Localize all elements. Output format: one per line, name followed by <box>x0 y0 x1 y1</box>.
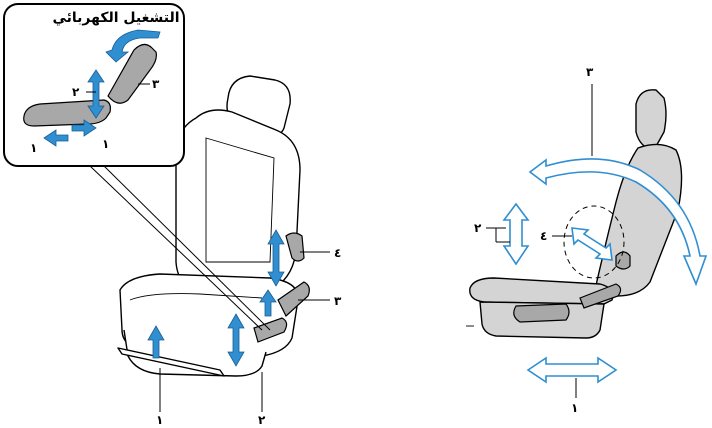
inset-label-1a: ١ <box>30 141 37 155</box>
right-lumbar-knob <box>615 251 631 270</box>
inset-arrow-1-right <box>71 119 97 137</box>
inset-title: التشغيل الكهربائي <box>52 10 179 26</box>
right-label-1: ١ <box>571 401 578 415</box>
lumbar-area-outline <box>563 205 625 279</box>
left-lever-4 <box>285 232 305 262</box>
left-backrest <box>175 109 301 293</box>
right-arrow-2-vertical <box>502 202 530 266</box>
inset-label-1b: ١ <box>102 137 109 151</box>
inset-arrow-1-left <box>43 129 69 147</box>
right-leaders <box>486 84 593 398</box>
left-label-3: ٣ <box>334 294 342 308</box>
inset-label-2: ٢ <box>72 85 80 99</box>
left-label-2: ٢ <box>258 413 266 427</box>
left-arrow-4-vertical <box>267 229 285 287</box>
inset-switch-3 <box>107 43 157 104</box>
left-seat-rail <box>117 347 225 377</box>
left-lever-2 <box>253 317 288 343</box>
left-leaders <box>89 165 330 412</box>
right-arrow-1-slide <box>526 356 618 384</box>
right-side-switch <box>513 303 570 323</box>
right-label-2: ٢ <box>474 221 482 235</box>
right-label-3: ٣ <box>586 65 594 79</box>
power-operation-inset: التشغيل الكهربائي <box>3 3 185 167</box>
right-arrow-4-lumbar <box>571 227 613 261</box>
left-lever-3 <box>277 281 310 317</box>
right-seat-illustration <box>466 89 683 339</box>
inset-label-3: ٣ <box>152 77 160 91</box>
left-seat-base <box>123 329 267 377</box>
left-label-4: ٤ <box>334 246 341 260</box>
inset-arrow-2-vertical <box>87 69 105 119</box>
left-arrow-2-vertical <box>227 313 245 367</box>
right-label-4: ٤ <box>540 229 547 243</box>
right-lever-3 <box>579 283 622 309</box>
right-arrow-3-recline <box>528 158 708 287</box>
inset-arrow-3-rotate <box>105 29 161 63</box>
right-arrows <box>502 158 708 384</box>
left-label-1: ١ <box>156 413 163 427</box>
left-arrow-1-forward <box>147 325 165 359</box>
left-arrow-3-up <box>259 289 277 317</box>
right-headrest <box>635 89 667 151</box>
